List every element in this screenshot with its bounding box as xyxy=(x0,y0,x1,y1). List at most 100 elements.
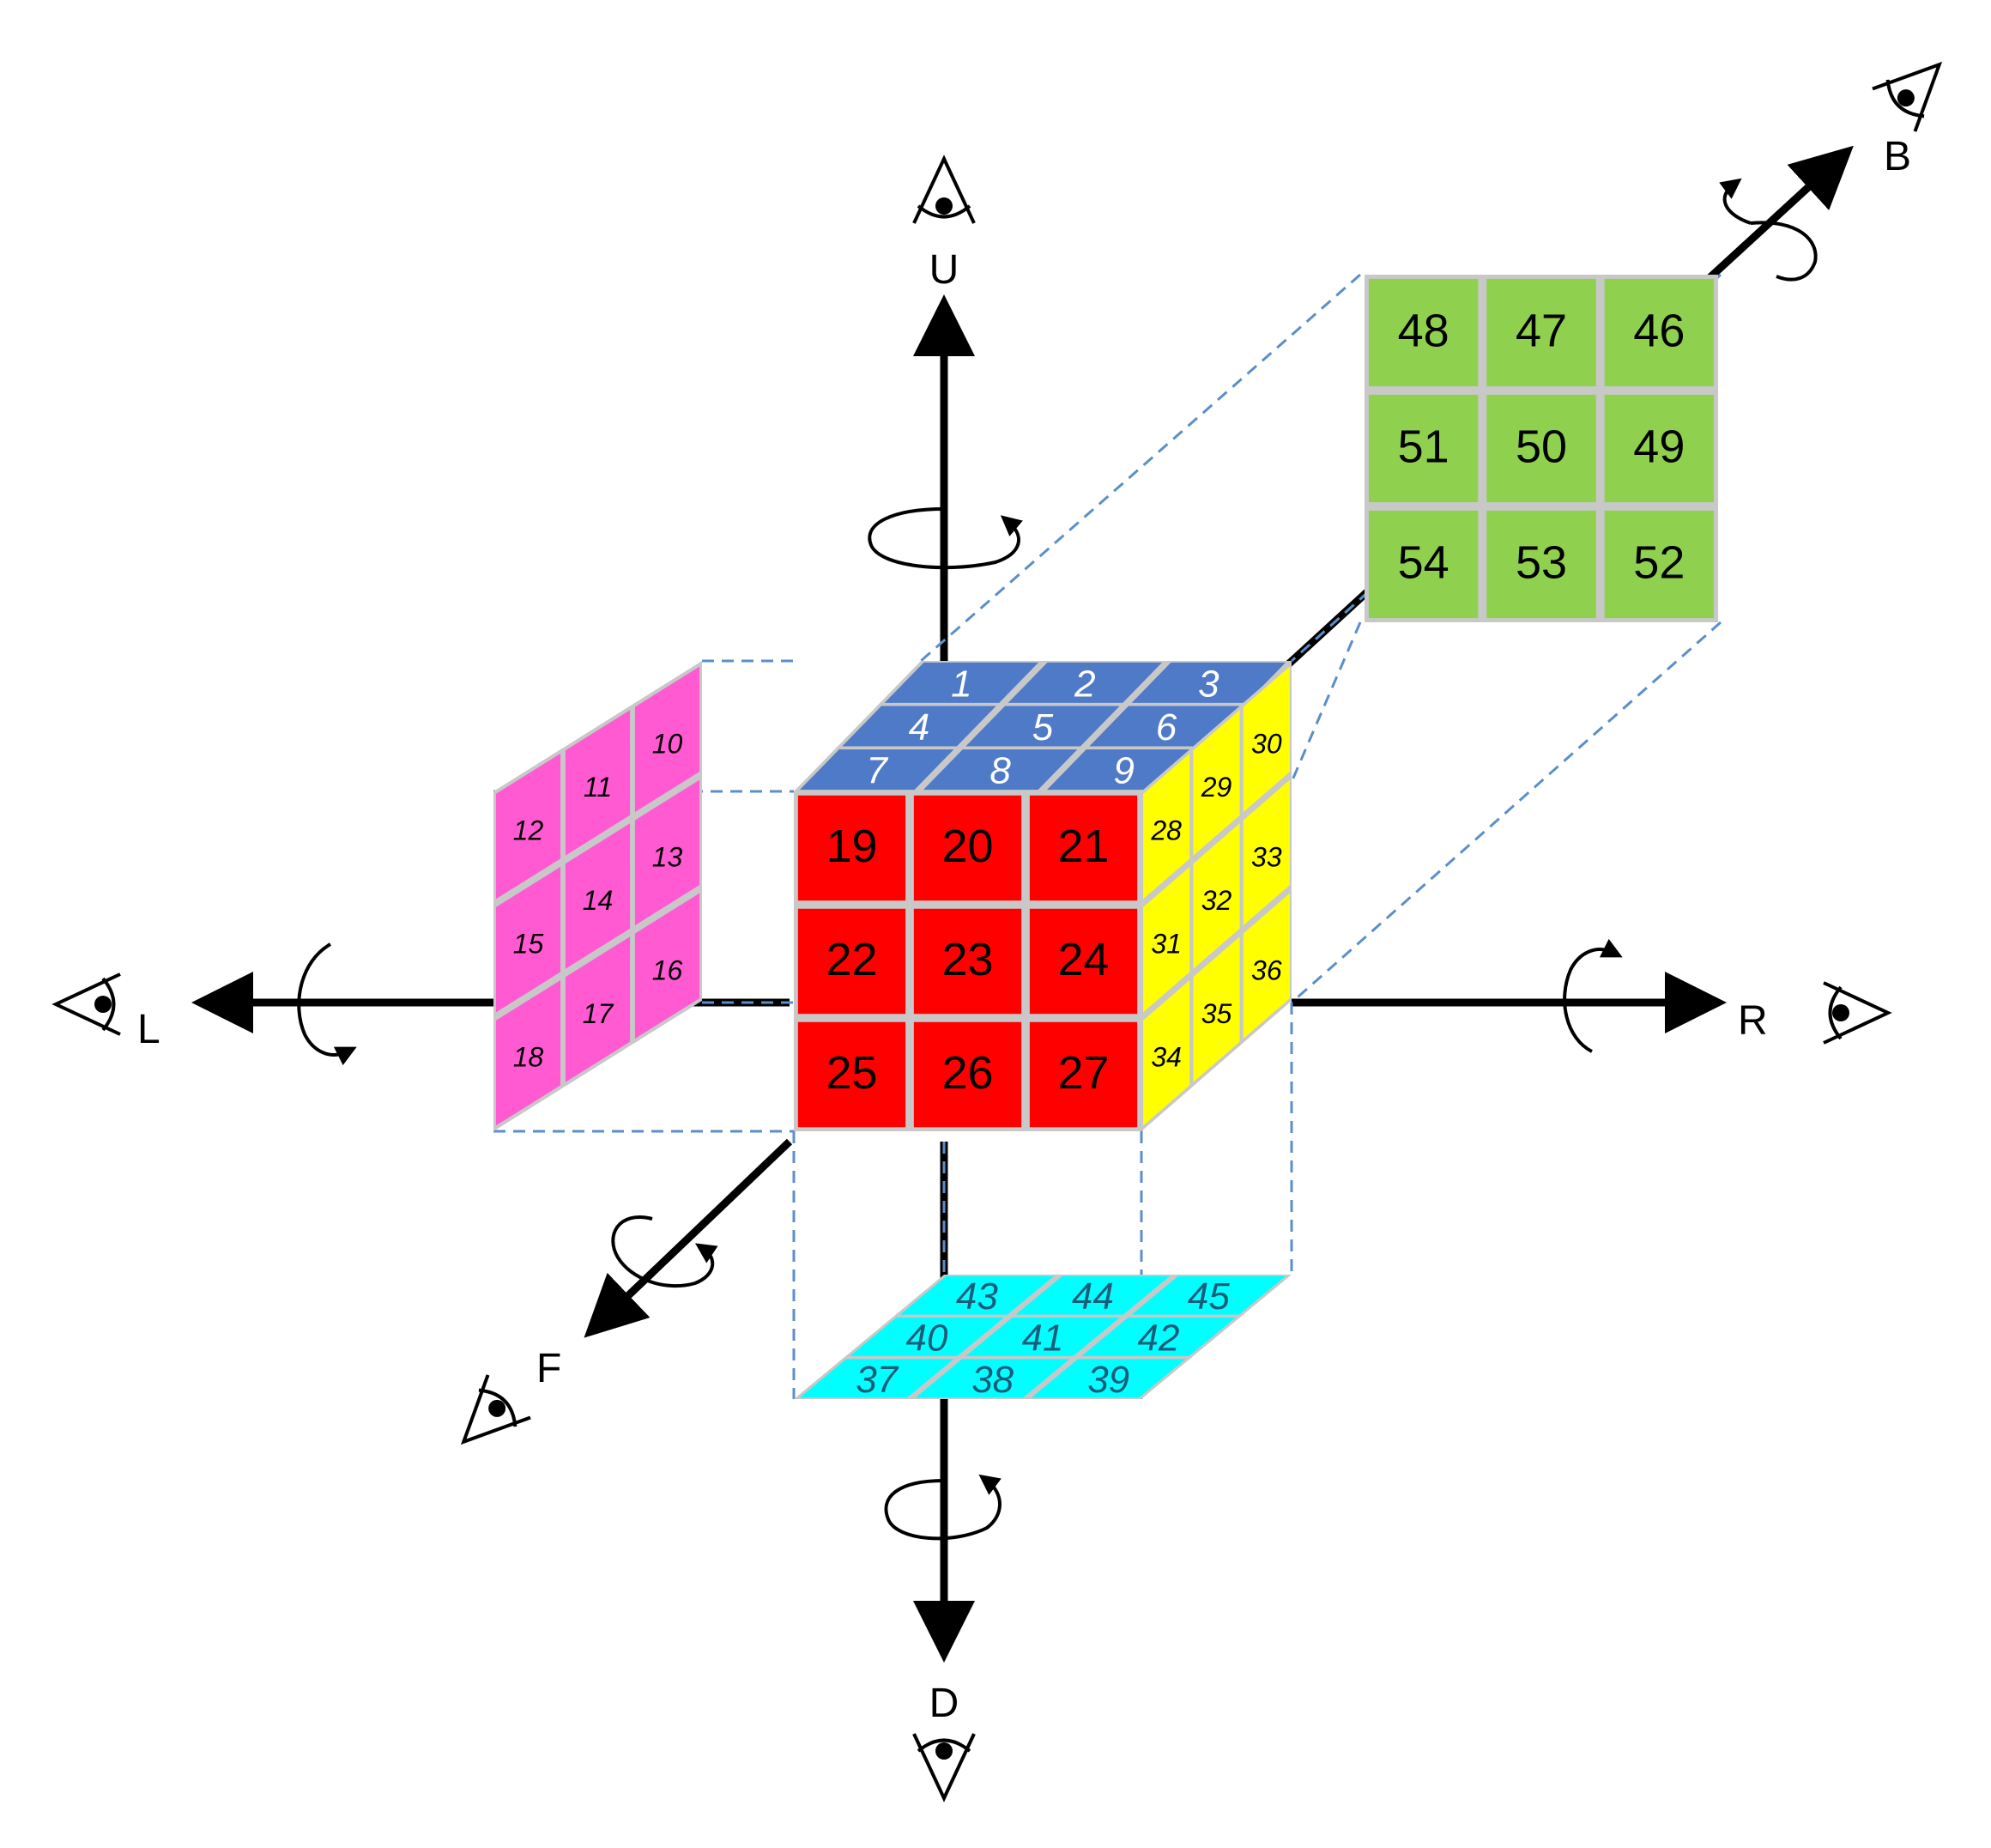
rotation-arrow-icon xyxy=(1563,938,1623,1053)
front-sticker-label: 21 xyxy=(1057,821,1109,872)
back-sticker xyxy=(1486,510,1596,619)
front-sticker-label: 20 xyxy=(941,821,993,872)
back-sticker-label: 53 xyxy=(1516,537,1567,589)
left-sticker xyxy=(495,979,561,1126)
rotation-arrow-icon xyxy=(1725,185,1818,282)
right-sticker-label: 35 xyxy=(1201,998,1232,1029)
right-sticker-label: 33 xyxy=(1251,841,1282,872)
back-sticker-label: 51 xyxy=(1398,421,1449,473)
front-sticker-label: 25 xyxy=(826,1047,877,1099)
left-sticker xyxy=(495,866,561,1013)
down-sticker xyxy=(799,1359,954,1398)
rotation-arrow-icon xyxy=(884,1474,1002,1541)
right-sticker xyxy=(1193,823,1240,969)
up-sticker-label: 7 xyxy=(866,750,888,792)
down-sticker-label: 43 xyxy=(956,1275,998,1318)
right-sticker xyxy=(1243,779,1290,926)
axis-label-down: D xyxy=(929,1681,959,1726)
down-sticker xyxy=(915,1359,1070,1398)
left-sticker xyxy=(565,936,631,1082)
down-sticker xyxy=(899,1275,1055,1315)
right-sticker xyxy=(1143,979,1190,1126)
left-sticker xyxy=(634,893,700,1039)
right-sticker xyxy=(1143,866,1190,1013)
left-sticker-label: 12 xyxy=(513,815,544,846)
back-sticker xyxy=(1486,278,1596,387)
rotation-arrow-icon xyxy=(611,1215,718,1288)
eye-icon xyxy=(912,1733,976,1803)
down-sticker xyxy=(965,1318,1120,1356)
back-sticker-label: 47 xyxy=(1516,306,1567,357)
front-sticker xyxy=(1029,795,1138,901)
back-sticker xyxy=(1604,394,1715,503)
front-sticker-label: 24 xyxy=(1057,934,1109,985)
down-sticker xyxy=(1031,1359,1186,1398)
axis-label-up: U xyxy=(929,247,959,293)
left-sticker xyxy=(634,779,700,926)
down-sticker-label: 42 xyxy=(1138,1318,1180,1360)
down-sticker xyxy=(850,1318,1004,1356)
eye-icon xyxy=(912,155,976,224)
up-sticker-label: 4 xyxy=(909,706,929,748)
up-sticker-label: 5 xyxy=(1032,706,1054,748)
up-sticker xyxy=(884,662,1039,703)
left-sticker-label: 13 xyxy=(652,841,683,872)
back-sticker-label: 46 xyxy=(1633,306,1685,357)
left-sticker-label: 17 xyxy=(583,998,614,1029)
up-sticker-label: 6 xyxy=(1156,706,1177,748)
down-sticker xyxy=(1015,1275,1171,1315)
axis-label-left: L xyxy=(137,1007,160,1052)
rotation-arrow-icon xyxy=(297,942,357,1066)
right-sticker xyxy=(1243,893,1290,1039)
axis-front xyxy=(584,1138,793,1338)
front-sticker-label: 23 xyxy=(941,934,993,985)
up-sticker-label: 8 xyxy=(989,750,1011,792)
axis-label-front: F xyxy=(536,1346,561,1391)
down-sticker-label: 40 xyxy=(906,1318,948,1360)
right-sticker xyxy=(1193,710,1240,856)
eyes xyxy=(51,61,1943,1803)
front-sticker xyxy=(1029,908,1138,1015)
down-sticker-label: 44 xyxy=(1072,1275,1114,1318)
rotation-arrows xyxy=(297,185,1818,1541)
up-sticker xyxy=(842,706,996,747)
down-sticker xyxy=(1131,1275,1286,1315)
eye-icon xyxy=(1872,61,1943,132)
right-sticker xyxy=(1243,666,1290,813)
up-sticker xyxy=(965,706,1120,747)
eye-icon xyxy=(51,972,121,1036)
up-sticker-label: 1 xyxy=(951,663,971,705)
left-sticker-label: 11 xyxy=(584,772,612,803)
front-sticker-label: 27 xyxy=(1057,1047,1109,1099)
left-sticker-label: 10 xyxy=(652,728,683,759)
front-sticker xyxy=(797,795,906,901)
back-sticker-label: 50 xyxy=(1516,421,1567,473)
right-sticker-label: 29 xyxy=(1201,772,1232,803)
front-sticker-label: 19 xyxy=(826,821,877,872)
axis-labels: U D L R B F xyxy=(137,134,1911,1726)
back-sticker xyxy=(1368,394,1479,503)
up-sticker xyxy=(1089,706,1244,747)
eye-icon xyxy=(1823,981,1892,1045)
front-sticker xyxy=(1029,1021,1138,1128)
down-sticker-label: 37 xyxy=(856,1359,899,1401)
down-sticker-label: 39 xyxy=(1087,1359,1129,1401)
back-sticker xyxy=(1368,278,1479,387)
front-sticker-label: 22 xyxy=(826,934,877,985)
right-sticker-label: 28 xyxy=(1150,815,1182,846)
up-sticker xyxy=(923,749,1078,791)
back-sticker-label: 52 xyxy=(1633,537,1685,589)
left-sticker xyxy=(565,710,631,856)
down-sticker xyxy=(1081,1318,1236,1356)
back-sticker-label: 49 xyxy=(1633,421,1685,473)
front-sticker xyxy=(913,908,1022,1015)
right-sticker-label: 34 xyxy=(1151,1042,1182,1073)
right-sticker-label: 32 xyxy=(1201,885,1232,916)
back-sticker xyxy=(1486,394,1596,503)
right-sticker xyxy=(1193,936,1240,1082)
